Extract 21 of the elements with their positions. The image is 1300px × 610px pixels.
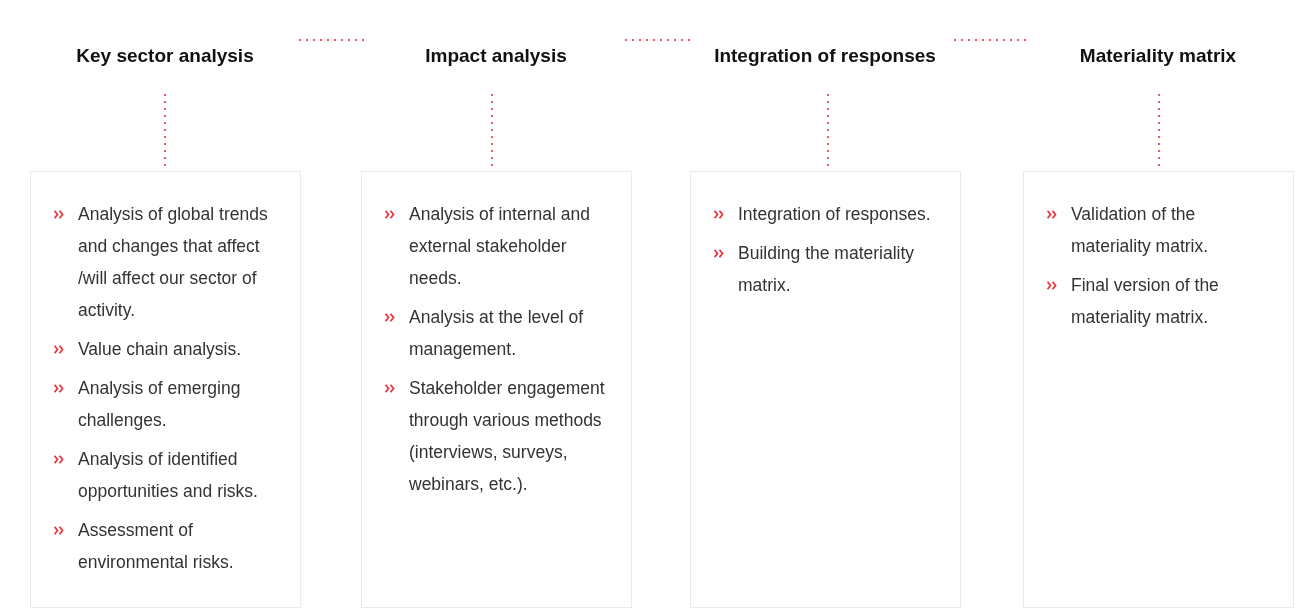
list-item-text: Analysis at the level of management.: [409, 306, 585, 361]
list-item-text: Value chain analysis.: [78, 338, 242, 361]
step-heading: Integration of responses: [714, 43, 936, 68]
list-item-text: Assessment of environmental risks.: [78, 519, 235, 574]
step-card: [361, 171, 632, 608]
list-item-text: Analysis of emerging challenges.: [78, 377, 242, 432]
step-heading: Materiality matrix: [1079, 43, 1237, 68]
dotted-connector: [953, 38, 1029, 42]
list-item-text: Validation of the materiality matrix.: [1071, 203, 1210, 258]
list-item-text: Final version of the materiality matrix.: [1071, 274, 1220, 329]
list-item-text: Stakeholder engagement through various methods (interviews, surveys, webinars, etc.).: [409, 377, 606, 496]
step-heading: Impact analysis: [425, 43, 567, 68]
step-card: [30, 171, 301, 608]
list-item-text: Building the materiality matrix.: [738, 242, 916, 297]
list-item-text: Analysis of identified opportunities and risks.: [78, 448, 259, 503]
list-item-text: Integration of responses.: [738, 203, 931, 226]
step-heading: Key sector analysis: [76, 43, 254, 68]
list-item-text: Analysis of global trends and changes that affect /will affect our sector of activity.: [78, 203, 269, 322]
step-card: [690, 171, 961, 608]
step-card: [1023, 171, 1294, 608]
list-item-text: Analysis of internal and external stakeholder needs.: [409, 203, 591, 290]
